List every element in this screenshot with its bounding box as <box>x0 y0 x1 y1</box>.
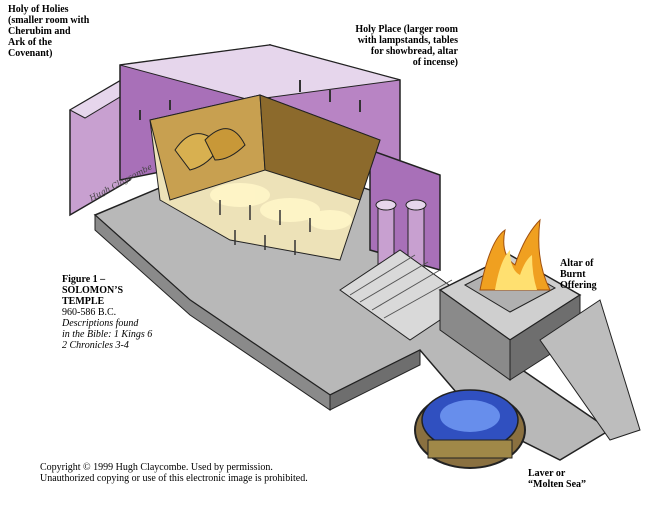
figure-title-line: Figure 1 – <box>62 274 106 285</box>
figure-description-line: Descriptions found <box>62 318 139 329</box>
label-line: Covenant) <box>8 48 53 59</box>
label-line: Burnt <box>560 269 586 280</box>
label-line: Holy Place (larger room <box>355 24 458 35</box>
copyright-notice: Copyright © 1999 Hugh Claycombe. Used by… <box>40 462 308 484</box>
label-line: Cherubim and <box>8 26 71 37</box>
label-line: of incense) <box>412 57 458 68</box>
label-line: Ark of the <box>8 37 52 48</box>
label-line: “Molten Sea” <box>528 479 587 490</box>
holy-place-label: Holy Place (larger room with lampstands,… <box>340 24 458 68</box>
holy-of-holies-label: Holy of Holies (smaller room with Cherub… <box>8 4 118 59</box>
label-line: with lampstands, tables <box>357 35 458 46</box>
label-line: for showbread, altar <box>370 46 458 57</box>
label-line: (smaller room with <box>8 15 90 26</box>
altar-label: Altar of Burnt Offering <box>560 258 622 291</box>
label-line: Offering <box>560 280 597 291</box>
figure-title-line: SOLOMON’S <box>62 285 124 296</box>
label-line: Altar of <box>560 258 594 269</box>
altar-fire <box>479 218 551 291</box>
label-line: Laver or <box>528 468 566 479</box>
copyright-line: Unauthorized copying or use of this elec… <box>40 473 308 484</box>
figure-title-line: TEMPLE <box>62 296 105 307</box>
altar-of-burnt-offering <box>438 218 641 441</box>
temple-interior <box>149 94 381 261</box>
laver-molten-sea <box>414 389 526 469</box>
laver-label: Laver or “Molten Sea” <box>528 468 598 490</box>
figure-dates: 960-586 B.C. <box>62 307 117 318</box>
figure-description-line: 2 Chronicles 3-4 <box>62 340 129 351</box>
figure-description-line: in the Bible: 1 Kings 6 <box>62 329 153 340</box>
copyright-line: Copyright © 1999 Hugh Claycombe. Used by… <box>40 462 273 473</box>
label-line: Holy of Holies <box>8 4 69 15</box>
figure-caption: Figure 1 – SOLOMON’S TEMPLE 960-586 B.C.… <box>62 274 182 351</box>
